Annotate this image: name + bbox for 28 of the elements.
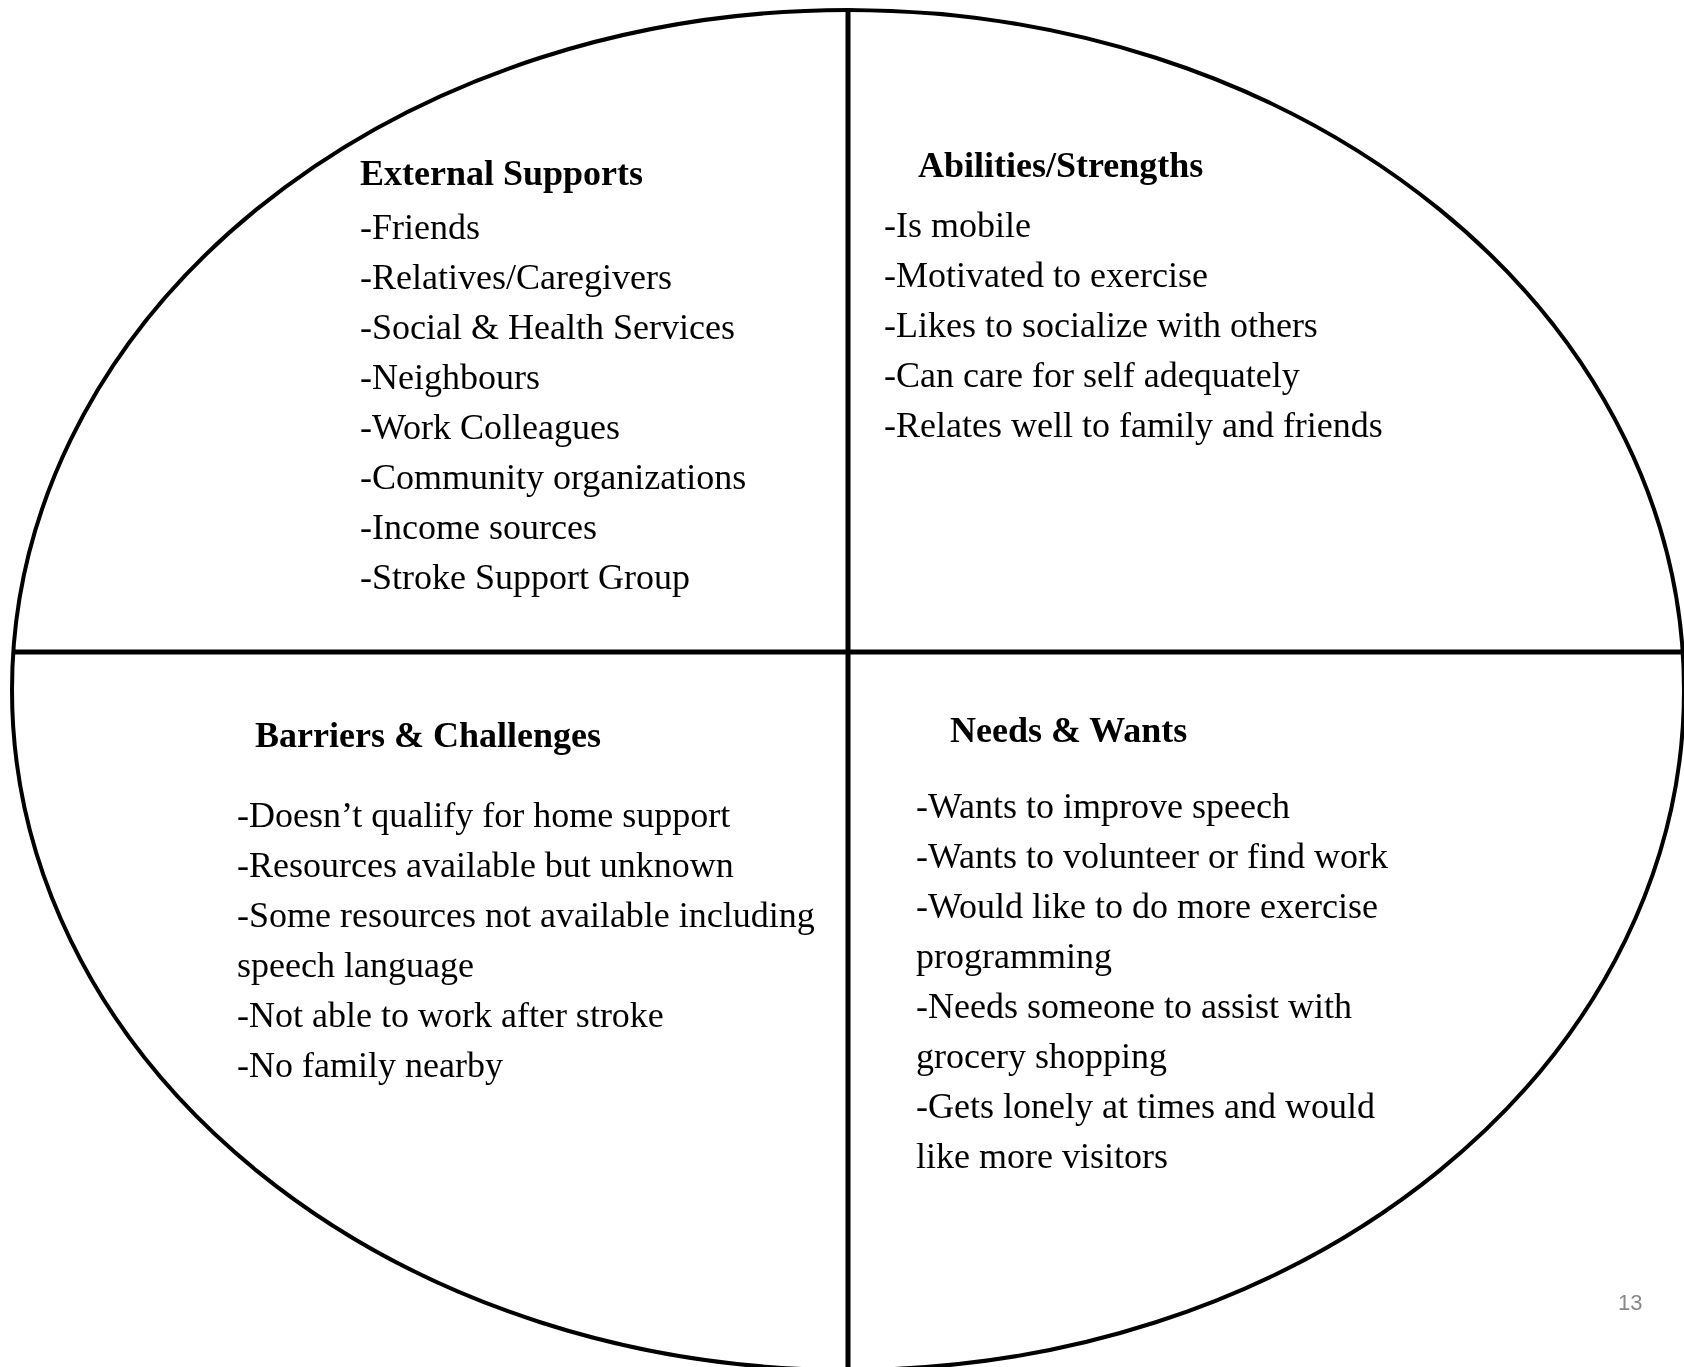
list-item: -Gets lonely at times and would like more visitors <box>916 1085 1376 1178</box>
quadrant-heading: Needs & Wants <box>950 709 1189 752</box>
quadrant-heading: External Supports <box>360 152 645 195</box>
list-item: -Doesn’t qualify for home support <box>237 794 732 837</box>
list-item: -Likes to socialize with others <box>884 304 1319 347</box>
list-item: -Not able to work after stroke <box>237 994 665 1037</box>
list-item: -No family nearby <box>237 1044 504 1087</box>
list-item: -Resources available but unknown <box>237 844 735 887</box>
list-item: -Relatives/Caregivers <box>360 256 673 299</box>
list-item: -Income sources <box>360 506 598 549</box>
list-item: -Wants to improve speech <box>916 785 1291 828</box>
list-item: -Some resources not available including speech language <box>237 894 816 987</box>
list-item: -Work Colleagues <box>360 406 622 449</box>
list-item: -Needs someone to assist with grocery shopping <box>916 985 1353 1078</box>
list-item: -Community organizations <box>360 456 748 499</box>
list-item: -Social & Health Services <box>360 306 736 349</box>
list-item: -Can care for self adequately <box>884 354 1301 397</box>
list-item: -Stroke Support Group <box>360 556 691 599</box>
quadrant-heading: Barriers & Challenges <box>255 714 602 757</box>
list-item: -Friends <box>360 206 481 249</box>
list-item: -Motivated to exercise <box>884 254 1209 297</box>
list-item: -Is mobile <box>884 204 1032 247</box>
list-item: -Relates well to family and friends <box>884 404 1384 447</box>
page-number: 13 <box>1618 1290 1643 1316</box>
quadrant-heading: Abilities/Strengths <box>918 144 1205 187</box>
list-item: -Wants to volunteer or find work <box>916 835 1389 878</box>
list-item: -Would like to do more exercise programming <box>916 885 1379 978</box>
list-item: -Neighbours <box>360 356 541 399</box>
